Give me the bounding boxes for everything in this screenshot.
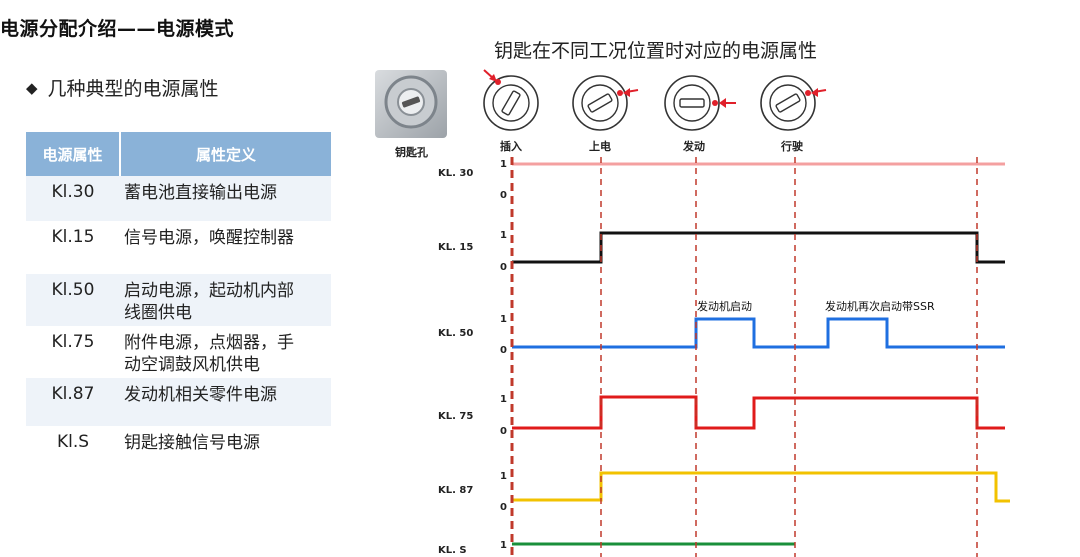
- diagram-title: 钥匙在不同工况位置时对应的电源属性: [494, 40, 817, 62]
- level-low-kl50: 0: [500, 345, 507, 356]
- table-cell-definition: 启动电源，起动机内部线圈供电: [120, 274, 331, 326]
- key-position-insert-icon: [483, 69, 539, 131]
- level-high-kl75: 1: [500, 394, 507, 405]
- power-attribute-table: 电源属性 属性定义 Kl.30 蓄电池直接输出电源 Kl.15 信号电源，唤醒控…: [26, 132, 331, 470]
- table-cell-code: Kl.75: [26, 326, 120, 378]
- key-position-start-icon: [664, 75, 736, 131]
- table-row: Kl.S 钥匙接触信号电源: [26, 426, 331, 470]
- key-position-power-on-icon: [572, 75, 639, 131]
- definition-line: 发动机相关零件电源: [124, 385, 277, 405]
- annotation-engine-restart: 发动机再次启动带SSR: [825, 299, 935, 313]
- position-label-power-on: 上电: [589, 139, 611, 153]
- level-high-kl30: 1: [500, 159, 507, 170]
- table-cell-code: Kl.S: [26, 426, 120, 470]
- table-cell-definition: 信号电源，唤醒控制器: [120, 221, 331, 274]
- table-cell-definition: 钥匙接触信号电源: [120, 426, 331, 470]
- bullet-heading-text: 几种典型的电源属性: [47, 78, 219, 100]
- level-high-kl87: 1: [500, 471, 507, 482]
- level-high-kl15: 1: [500, 230, 507, 241]
- position-label-start: 发动: [682, 139, 705, 153]
- signal-label-kl30: KL. 30: [438, 168, 473, 179]
- table-row: Kl.87 发动机相关零件电源: [26, 378, 331, 426]
- table-cell-code: Kl.50: [26, 274, 120, 326]
- table-row: Kl.50 启动电源，起动机内部线圈供电: [26, 274, 331, 326]
- power-timing-diagram: 钥匙在不同工况位置时对应的电源属性 钥匙孔: [375, 40, 1010, 557]
- definition-line: 钥匙接触信号电源: [124, 433, 260, 453]
- table-row: Kl.75 附件电源，点烟器，手动空调鼓风机供电: [26, 326, 331, 378]
- page-title: 电源分配介绍——电源模式: [0, 18, 235, 40]
- signal-label-kl75: KL. 75: [438, 411, 473, 422]
- diamond-bullet-icon: ◆: [26, 79, 38, 97]
- level-low-kl87: 0: [500, 502, 507, 513]
- keyhole-icon: [375, 70, 447, 138]
- table-header-code: 电源属性: [26, 132, 121, 176]
- definition-line: 启动电源，起动机内部: [124, 281, 294, 301]
- table-row: Kl.15 信号电源，唤醒控制器: [26, 221, 331, 274]
- table-row: Kl.30 蓄电池直接输出电源: [26, 176, 331, 221]
- table-cell-definition: 附件电源，点烟器，手动空调鼓风机供电: [120, 326, 331, 378]
- level-low-kl30: 0: [500, 190, 507, 201]
- table-header-definition: 属性定义: [120, 132, 331, 176]
- position-label-insert: 插入: [500, 139, 522, 153]
- annotation-engine-start: 发动机启动: [697, 299, 752, 313]
- waveform-kl15: [512, 231, 1005, 264]
- position-label-drive: 行驶: [780, 139, 804, 153]
- table-cell-code: Kl.15: [26, 221, 120, 274]
- level-low-kl15: 0: [500, 262, 507, 273]
- signal-label-kls: KL. S: [438, 545, 467, 556]
- level-low-kl75: 0: [500, 426, 507, 437]
- table-cell-definition: 蓄电池直接输出电源: [120, 176, 331, 221]
- waveform-kl75: [512, 395, 1005, 430]
- table-cell-code: Kl.30: [26, 176, 120, 221]
- definition-line: 线圈供电: [124, 303, 192, 323]
- definition-line: 附件电源，点烟器，手: [124, 333, 294, 353]
- definition-line: 蓄电池直接输出电源: [124, 183, 277, 203]
- table-header-row: 电源属性 属性定义: [26, 132, 331, 176]
- table-cell-code: Kl.87: [26, 378, 120, 426]
- definition-line: 信号电源，唤醒控制器: [124, 228, 294, 248]
- signal-label-kl15: KL. 15: [438, 242, 473, 253]
- table-cell-definition: 发动机相关零件电源: [120, 378, 331, 426]
- definition-line: 动空调鼓风机供电: [124, 355, 260, 375]
- signal-label-kl50: KL. 50: [438, 328, 473, 339]
- key-position-drive-icon: [760, 75, 827, 131]
- waveform-kl50: [512, 317, 1005, 349]
- waveform-kl87: [512, 471, 1010, 503]
- level-high-kls: 1: [500, 540, 507, 551]
- keyhole-label: 钥匙孔: [395, 145, 428, 159]
- level-high-kl50: 1: [500, 314, 507, 325]
- signal-label-kl87: KL. 87: [438, 485, 473, 496]
- bullet-heading: ◆ 几种典型的电源属性: [26, 74, 219, 101]
